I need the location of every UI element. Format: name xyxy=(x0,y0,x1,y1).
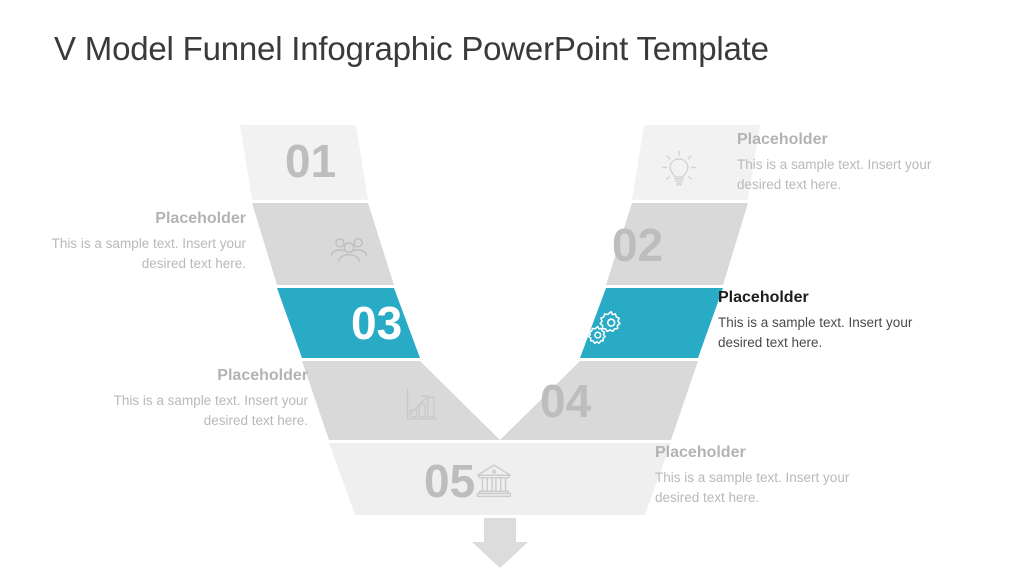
step-text-block-01[interactable]: Placeholder This is a sample text. Inser… xyxy=(737,130,957,194)
step-text-block-05[interactable]: Placeholder This is a sample text. Inser… xyxy=(655,443,875,507)
funnel-band-03-active[interactable] xyxy=(277,288,723,358)
step-body-04: This is a sample text. Insert your desir… xyxy=(113,393,308,428)
step-heading-01: Placeholder xyxy=(737,131,828,148)
step-number-01: 01 xyxy=(285,135,337,187)
step-heading-02: Placeholder xyxy=(155,210,246,227)
step-text-block-02[interactable]: Placeholder This is a sample text. Inser… xyxy=(48,209,246,273)
gears-icon xyxy=(581,303,627,349)
page-title: V Model Funnel Infographic PowerPoint Te… xyxy=(54,30,769,67)
people-group-icon xyxy=(326,228,372,274)
arrow-down-icon xyxy=(472,518,528,568)
step-body-05: This is a sample text. Insert your desir… xyxy=(655,470,850,505)
step-text-block-04[interactable]: Placeholder This is a sample text. Inser… xyxy=(110,366,308,430)
step-body-03: This is a sample text. Insert your desir… xyxy=(718,315,913,350)
step-number-02: 02 xyxy=(612,219,664,271)
bar-chart-growth-icon xyxy=(398,381,444,427)
step-body-01: This is a sample text. Insert your desir… xyxy=(737,157,932,192)
bank-building-icon xyxy=(471,458,517,504)
funnel-band-02[interactable] xyxy=(252,203,748,285)
step-heading-04: Placeholder xyxy=(217,367,308,384)
step-heading-03: Placeholder xyxy=(718,289,809,306)
step-number-04: 04 xyxy=(540,375,592,427)
step-number-03: 03 xyxy=(351,297,403,349)
funnel-band-01[interactable] xyxy=(240,125,760,200)
step-body-02: This is a sample text. Insert your desir… xyxy=(51,236,246,271)
step-text-block-03[interactable]: Placeholder This is a sample text. Inser… xyxy=(718,288,938,352)
lightbulb-icon xyxy=(656,146,702,192)
funnel-band-04[interactable] xyxy=(302,361,698,440)
funnel-band-05[interactable] xyxy=(329,443,671,515)
step-heading-05: Placeholder xyxy=(655,444,746,461)
step-number-05: 05 xyxy=(424,455,476,507)
